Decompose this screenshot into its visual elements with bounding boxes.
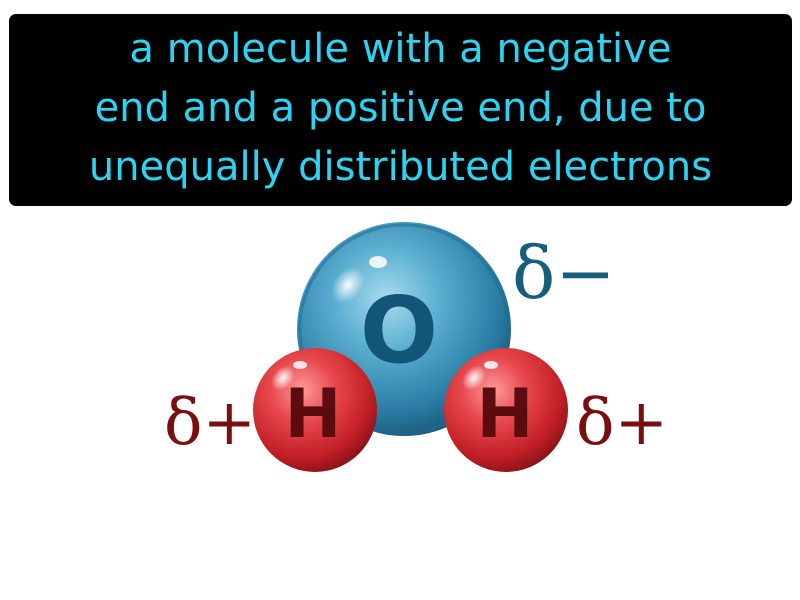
oxygen-highlight	[331, 266, 365, 304]
definition-line-3: unequally distributed electrons	[88, 144, 713, 190]
definition-box: a molecule with a negative end and a pos…	[9, 14, 792, 206]
hydrogen-left-symbol: H	[285, 375, 342, 454]
partial-negative-charge-label: δ−	[512, 231, 616, 315]
partial-positive-charge-right-label: δ+	[576, 386, 668, 460]
partial-positive-charge-left-label: δ+	[164, 386, 256, 460]
hydrogen-atom-right: H	[444, 348, 568, 472]
hydrogen-left-highlight	[271, 365, 295, 391]
hydrogen-atom-left: H	[253, 348, 377, 472]
definition-line-1: a molecule with a negative	[129, 26, 672, 72]
hydrogen-right-symbol: H	[477, 375, 534, 454]
definition-line-2: end and a positive end, due to	[94, 85, 707, 131]
oxygen-symbol: O	[360, 277, 438, 384]
hydrogen-right-highlight	[462, 365, 486, 391]
